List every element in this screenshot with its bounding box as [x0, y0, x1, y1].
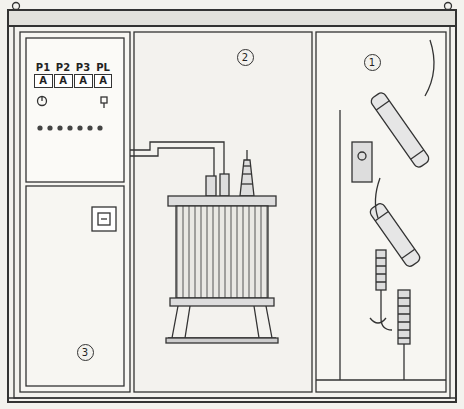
callout-text: 2 — [242, 52, 248, 63]
callout-number: 2 — [237, 49, 254, 66]
meter-face: A — [74, 74, 93, 88]
indicator-light — [67, 125, 72, 130]
indicator-light — [47, 125, 52, 130]
meter-label: P1 — [33, 62, 54, 73]
meter-face: A — [34, 74, 53, 88]
meter-face: A — [94, 74, 112, 88]
callout-number: 1 — [364, 54, 381, 71]
ammeter: P3A — [73, 62, 94, 88]
meter-label: P2 — [53, 62, 74, 73]
ammeter: P1A — [33, 62, 54, 88]
indicator-light — [57, 125, 62, 130]
ammeter: P2A — [53, 62, 74, 88]
indicator-light — [77, 125, 82, 130]
ammeter: PLA — [93, 62, 113, 88]
callout-text: 1 — [369, 57, 375, 68]
indicator-light — [97, 125, 102, 130]
indicator-light — [87, 125, 92, 130]
indicator-light — [37, 125, 42, 130]
meter-label: PL — [93, 62, 113, 73]
meter-label: P3 — [73, 62, 94, 73]
meter-face: A — [54, 74, 73, 88]
callout-text: 3 — [82, 347, 88, 358]
callout-number: 3 — [77, 344, 94, 361]
